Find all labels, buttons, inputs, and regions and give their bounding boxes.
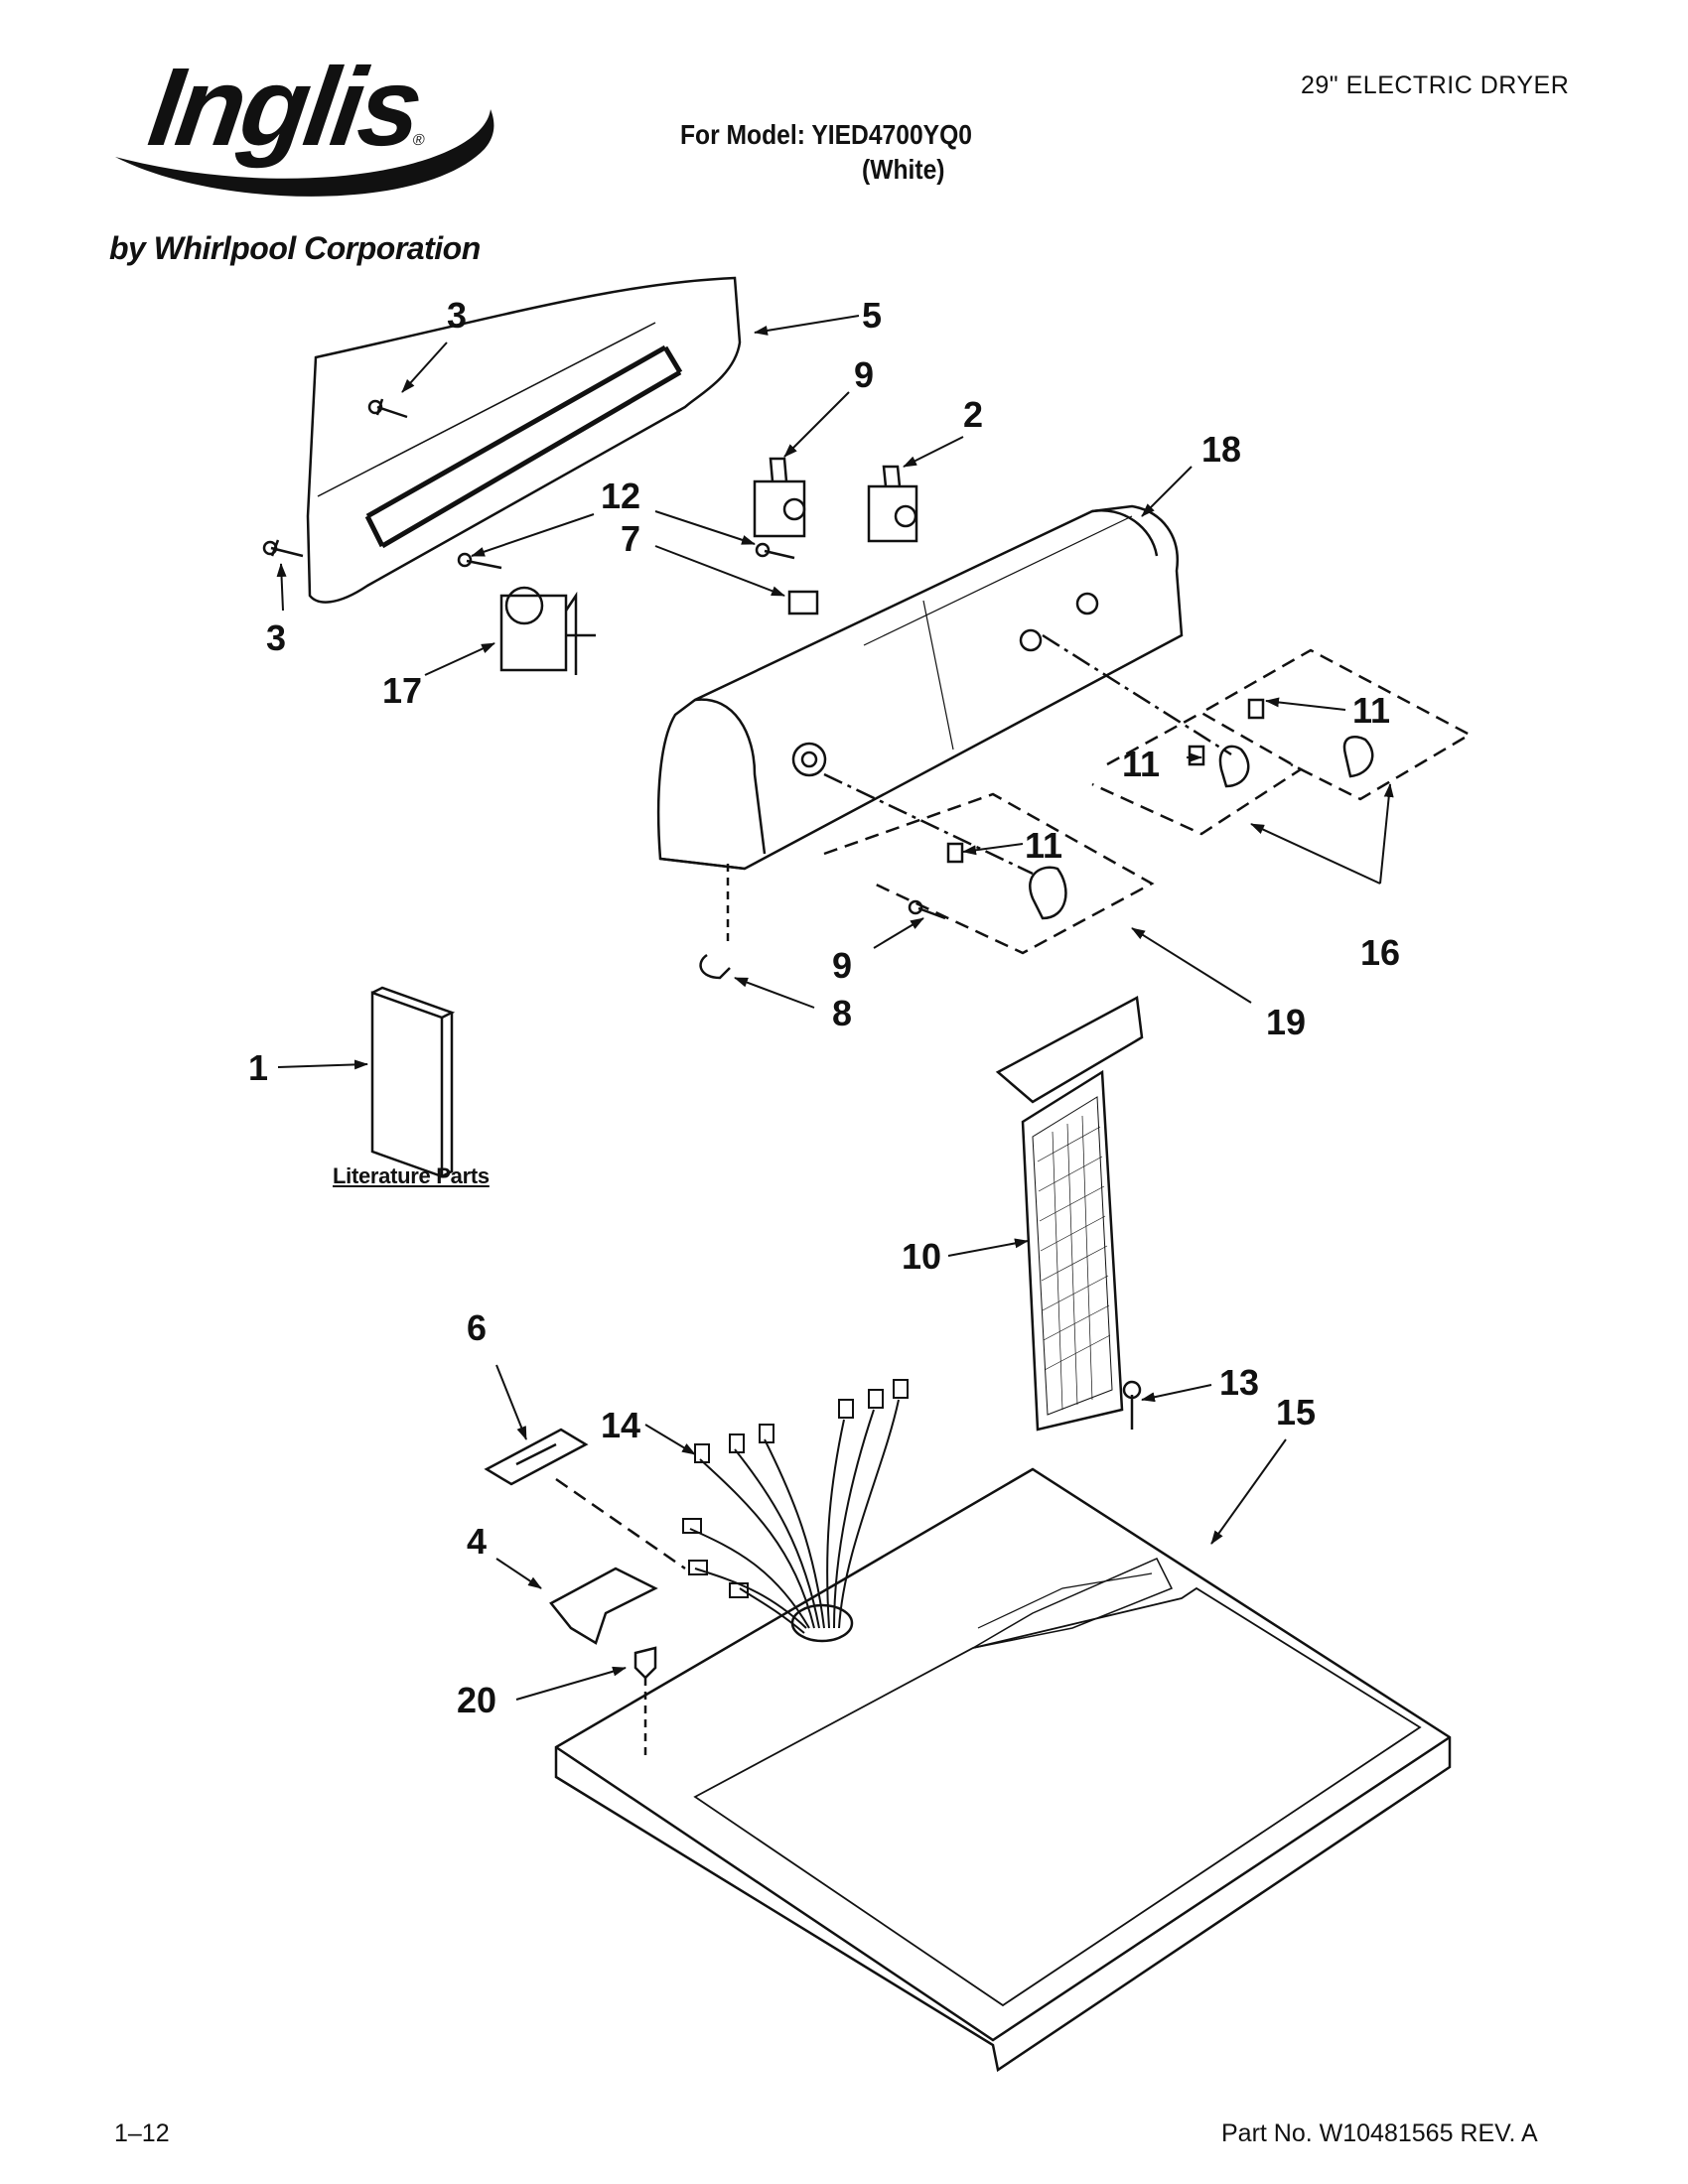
callout-3-bottom: 3 xyxy=(266,617,287,658)
top-panel xyxy=(554,1467,1452,2073)
callout-5: 5 xyxy=(862,295,883,336)
page-number: 1–12 xyxy=(114,2119,170,2147)
callout-18: 18 xyxy=(1201,429,1242,470)
push-switch-2 xyxy=(867,465,918,543)
literature-parts-label: Literature Parts xyxy=(333,1163,490,1188)
callout-2: 2 xyxy=(963,394,984,435)
leader-lines xyxy=(276,315,1394,1701)
literature-book xyxy=(370,986,456,1178)
screws xyxy=(262,398,1142,1430)
clip-8 xyxy=(699,953,731,980)
knobs-group xyxy=(823,633,1473,955)
callout-11-right: 11 xyxy=(1352,690,1391,731)
rear-console-panel xyxy=(306,276,742,604)
callout-15: 15 xyxy=(1276,1392,1317,1433)
brand-byline: by Whirlpool Corporation xyxy=(109,230,481,266)
wire-harness xyxy=(682,1379,909,1634)
callout-9-top: 9 xyxy=(854,354,875,395)
brand-logo-swoosh xyxy=(115,109,494,197)
callout-10: 10 xyxy=(902,1236,942,1277)
callout-3-top: 3 xyxy=(447,295,468,336)
callout-11-left: 11 xyxy=(1025,825,1063,866)
callout-1: 1 xyxy=(248,1047,269,1088)
callout-8: 8 xyxy=(832,993,853,1033)
callout-6: 6 xyxy=(467,1307,488,1348)
console-body xyxy=(656,504,1184,871)
callout-4: 4 xyxy=(467,1521,488,1562)
model-color: (White) xyxy=(862,154,945,185)
callout-19: 19 xyxy=(1266,1002,1307,1042)
callout-13: 13 xyxy=(1219,1362,1260,1403)
document-type: 29" ELECTRIC DRYER xyxy=(1301,71,1570,99)
push-switch-9 xyxy=(753,457,806,538)
heat-shield-4 xyxy=(549,1567,658,1645)
callout-17: 17 xyxy=(382,670,423,711)
brand-logo: Inglis® xyxy=(95,40,512,208)
callout-11-middle: 11 xyxy=(1122,744,1161,784)
bracket-6 xyxy=(484,1428,589,1486)
callout-12: 12 xyxy=(601,476,641,516)
indicator-7 xyxy=(787,590,819,615)
callout-14: 14 xyxy=(601,1405,641,1445)
callout-20: 20 xyxy=(457,1680,497,1720)
callout-9-bottom: 9 xyxy=(832,945,853,986)
thermal-fuse-20 xyxy=(633,1646,657,1680)
lint-screen xyxy=(995,996,1144,1432)
model-number: For Model: YIED4700YQ0 xyxy=(680,119,972,150)
callout-16: 16 xyxy=(1360,932,1401,973)
part-number: Part No. W10481565 REV. A xyxy=(1221,2119,1538,2147)
timer xyxy=(499,586,596,675)
callout-7: 7 xyxy=(621,518,641,559)
